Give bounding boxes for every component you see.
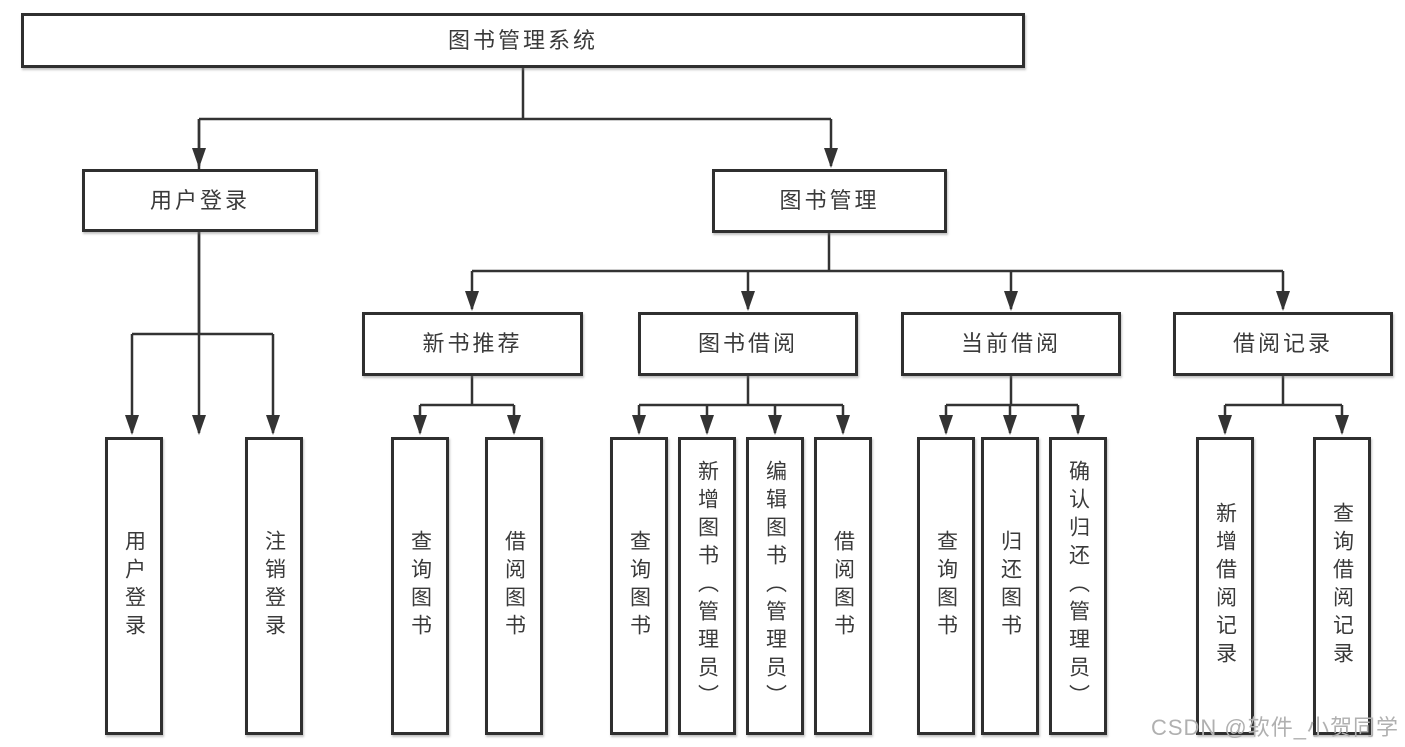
node-new-book-recommendation: 新书推荐: [362, 312, 583, 376]
node-library-management-system: 图书管理系统: [21, 13, 1025, 68]
leaf-query-borrow-record: 查询借阅记录: [1313, 437, 1371, 735]
node-book-management: 图书管理: [712, 169, 947, 233]
leaf-add-borrow-record: 新增借阅记录: [1196, 437, 1254, 735]
leaf-return-books: 归还图书: [981, 437, 1039, 735]
leaf-user-login: 用户登录: [105, 437, 163, 735]
leaf-query-books-newbooks: 查询图书: [391, 437, 449, 735]
leaf-logout: 注销登录: [245, 437, 303, 735]
leaf-query-books-borrowing: 查询图书: [610, 437, 668, 735]
csdn-watermark: CSDN @软件_小贺同学: [1150, 715, 1399, 740]
node-borrowing-records: 借阅记录: [1173, 312, 1393, 376]
node-book-borrowing: 图书借阅: [638, 312, 858, 376]
leaf-query-books-current: 查询图书: [917, 437, 975, 735]
leaf-borrow-books-newbooks: 借阅图书: [485, 437, 543, 735]
leaf-borrow-books-borrowing: 借阅图书: [814, 437, 872, 735]
node-user-login: 用户登录: [82, 169, 318, 232]
leaf-edit-books-admin: 编辑图书（管理员）: [746, 437, 804, 735]
leaf-confirm-return-admin: 确认归还（管理员）: [1049, 437, 1107, 735]
node-current-borrowing: 当前借阅: [901, 312, 1121, 376]
leaf-add-books-admin: 新增图书（管理员）: [678, 437, 736, 735]
